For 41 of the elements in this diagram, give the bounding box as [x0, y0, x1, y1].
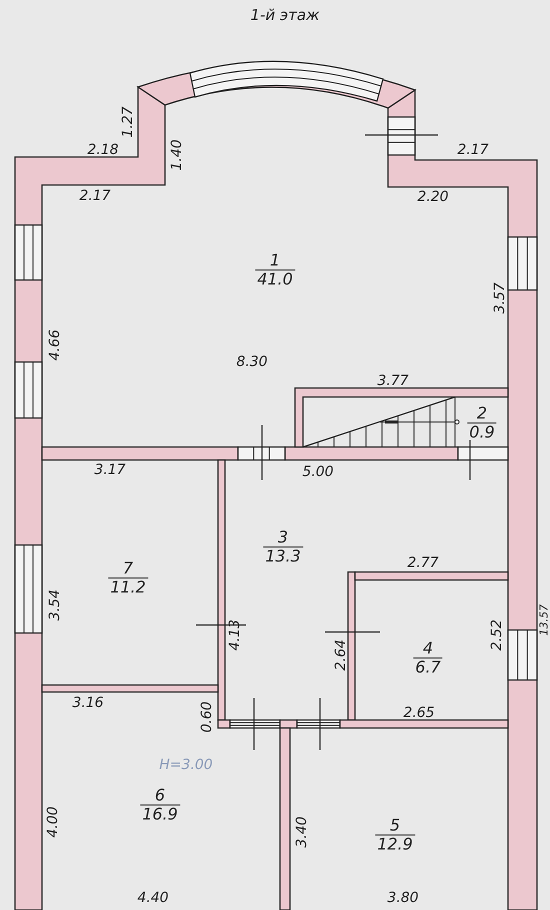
dimension-label: 8.30 [236, 354, 268, 370]
dimension-label: 2.77 [407, 555, 439, 571]
dimension-label: 3.57 [492, 282, 508, 314]
dimension-label: 13.57 [538, 604, 550, 636]
dimension-label: 2.64 [333, 639, 349, 671]
room-number: 7 [122, 560, 134, 578]
room-area-value: 13.3 [263, 546, 303, 566]
room-area-value: 12.9 [375, 834, 415, 854]
dimension-label: 4.40 [137, 890, 169, 906]
dimension-label: 3.17 [94, 462, 126, 478]
dimension-label: 3.16 [72, 695, 104, 711]
dimension-label: 1.40 [169, 139, 185, 171]
dimension-label: 2.17 [457, 142, 489, 158]
room-number: 2 [476, 404, 488, 422]
room-number: 3 [278, 528, 288, 546]
dimension-label: 1.27 [120, 106, 136, 138]
dimension-label: 2.65 [403, 705, 435, 721]
room-number: 6 [154, 786, 166, 804]
dimension-label: 2.20 [417, 189, 449, 205]
dimension-label: 3.80 [387, 890, 419, 906]
room-number: 4 [422, 640, 434, 658]
dimension-label: 2.52 [489, 619, 505, 651]
room-number: 5 [390, 816, 400, 834]
dimension-label: 2.17 [79, 188, 111, 204]
dimension-label: 3.40 [294, 816, 310, 848]
dimension-label: 4.00 [45, 806, 61, 838]
dimension-label: 0.60 [199, 701, 215, 733]
dimension-label: 4.13 [227, 619, 243, 651]
dimension-label: 3.54 [47, 589, 63, 621]
room-area-value: 0.9 [467, 422, 497, 442]
dimension-label: 2.18 [87, 142, 119, 158]
room-area-value: 16.9 [140, 804, 180, 824]
floor-title: 1-й этаж [250, 7, 320, 23]
room-area-value: 6.7 [413, 658, 443, 676]
dimension-label: 3.77 [377, 373, 409, 389]
room-area-value: 41.0 [255, 270, 295, 288]
dimension-label: 4.66 [47, 329, 63, 361]
room-area-value: 11.2 [108, 578, 148, 596]
room-number: 1 [270, 252, 280, 270]
dimension-label: 5.00 [302, 464, 334, 480]
height-note: H=3.00 [159, 757, 213, 773]
